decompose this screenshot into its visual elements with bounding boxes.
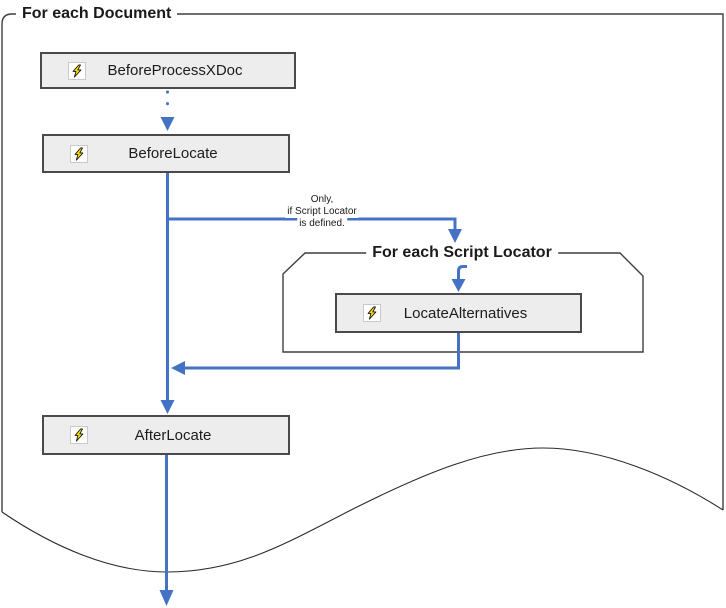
page-tear-wave xyxy=(1,447,724,573)
event-node-label: AfterLocate xyxy=(134,426,212,444)
lightning-icon xyxy=(70,144,88,163)
arrowhead-down-icon xyxy=(160,117,175,131)
event-node-label: BeforeProcessXDoc xyxy=(107,62,243,79)
outer-group-title: For each Document xyxy=(16,6,178,22)
event-node-before-process-xdoc: BeforeProcessXDoc xyxy=(40,52,296,89)
lightning-icon xyxy=(68,61,86,80)
condition-line2: if Script Locator xyxy=(285,206,359,218)
connector-inner-entry xyxy=(457,265,467,279)
lightning-icon xyxy=(363,304,381,322)
arrowhead-down-icon xyxy=(451,279,466,292)
condition-line3: is defined. xyxy=(297,218,347,230)
lightning-icon xyxy=(70,426,88,444)
arrowhead-down-icon xyxy=(448,229,462,243)
arrowhead-down-icon xyxy=(159,590,174,606)
inner-group-border xyxy=(282,252,644,353)
outer-group-border xyxy=(1,13,724,512)
connector-return xyxy=(185,333,460,370)
event-node-before-locate: BeforeLocate xyxy=(42,134,290,173)
condition-note: Only, if Script Locator is defined. xyxy=(285,194,359,230)
arrowhead-down-icon xyxy=(160,400,175,414)
condition-line1: Only, xyxy=(308,194,336,206)
event-node-locate-alternatives: LocateAlternatives xyxy=(335,293,582,333)
event-node-label: BeforeLocate xyxy=(128,145,218,162)
inner-group-title: For each Script Locator xyxy=(366,245,558,261)
event-node-label: LocateAlternatives xyxy=(403,304,528,322)
arrowhead-left-icon xyxy=(171,361,185,375)
connector-branch xyxy=(167,217,457,229)
event-node-after-locate: AfterLocate xyxy=(42,415,290,455)
